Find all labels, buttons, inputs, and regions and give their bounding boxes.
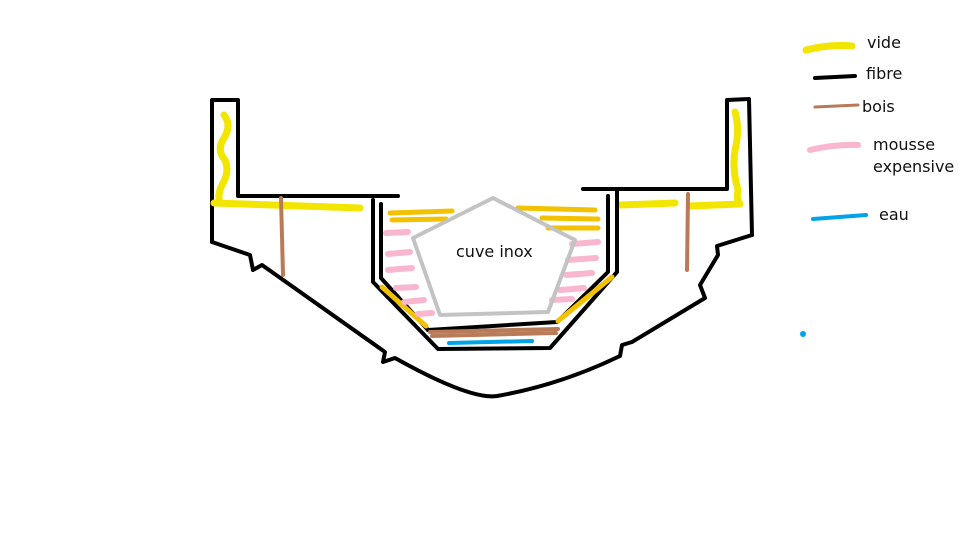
cuve-inox-tank: [411, 196, 577, 317]
hull-right-outer: [581, 97, 754, 237]
legend-swatch-mousse: [807, 141, 861, 153]
hull-left-outer: [210, 98, 400, 244]
legend-label-bois: bois: [862, 97, 895, 116]
vide-inner-slopes: [379, 205, 615, 329]
eau-line: [447, 339, 534, 345]
hull-outline: [210, 97, 754, 399]
legend-label-eau: eau: [879, 205, 909, 224]
legend-label-vide: vide: [867, 33, 901, 52]
blue-dot: [800, 331, 806, 337]
legend-swatch-fibre: [813, 74, 857, 80]
hull-bottom-curve: [210, 233, 754, 399]
legend-swatches: [802, 42, 868, 221]
cuve-inox-label: cuve inox: [456, 242, 533, 261]
legend-label-fibre: fibre: [866, 64, 903, 83]
bois-base: [428, 327, 560, 338]
legend-label-mousse: mousse expensive: [873, 135, 955, 177]
vide-fill-right: [616, 108, 744, 210]
bois-posts: [279, 192, 690, 277]
legend-swatch-vide: [802, 42, 856, 54]
legend-swatch-eau: [811, 213, 868, 221]
legend-swatch-bois: [813, 103, 860, 109]
vide-fill-left: [210, 111, 364, 212]
mousse-fill: [383, 229, 601, 317]
